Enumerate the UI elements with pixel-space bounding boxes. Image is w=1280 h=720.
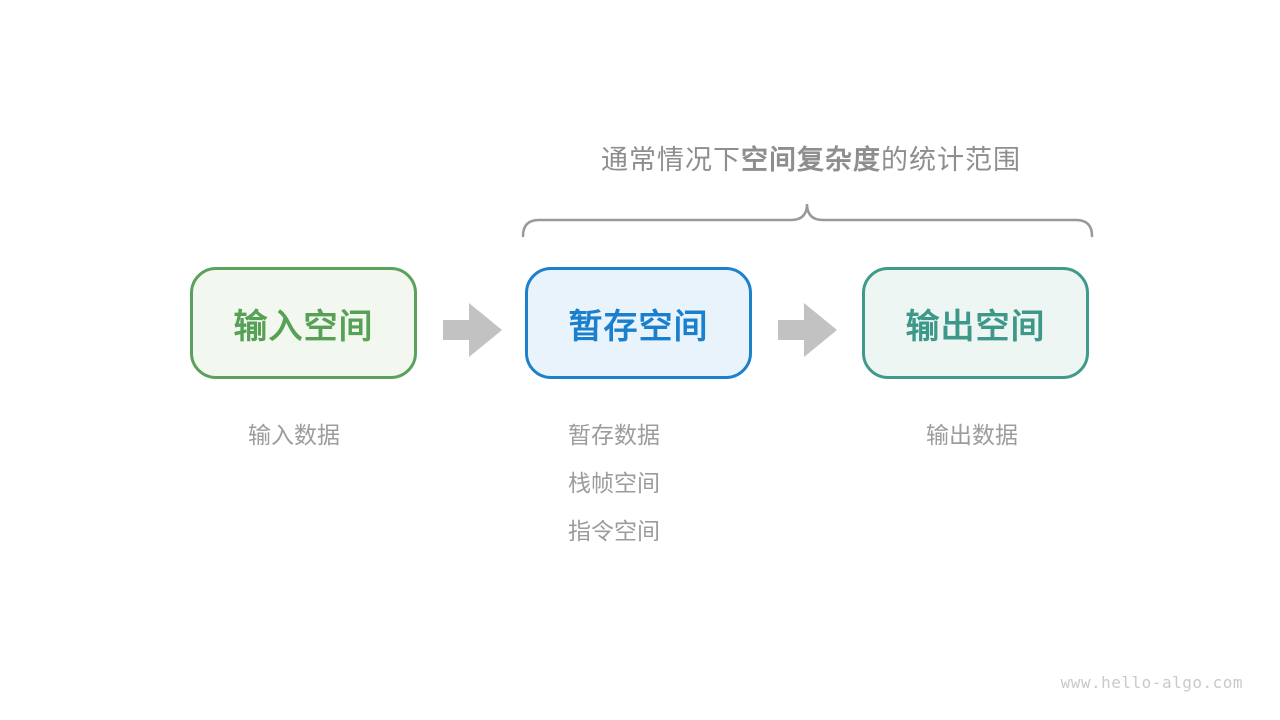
- title-suffix: 的统计范围: [881, 145, 1021, 175]
- note-input-data: 输入数据: [248, 422, 340, 448]
- box-output-space: 输出空间: [862, 267, 1089, 379]
- box-temp-space-label: 暂存空间: [568, 307, 709, 346]
- arrow-right-icon: [778, 303, 837, 357]
- note-output-data: 输出数据: [926, 422, 1018, 448]
- note-stack-frame-space: 栈帧空间: [568, 470, 660, 496]
- title-emphasis: 空间复杂度: [741, 145, 881, 175]
- diagram-title: 通常情况下空间复杂度的统计范围: [601, 143, 1021, 177]
- curly-brace-icon: [521, 203, 1094, 238]
- box-temp-space: 暂存空间: [525, 267, 752, 379]
- watermark: www.hello-algo.com: [1060, 673, 1243, 692]
- box-input-space: 输入空间: [190, 267, 417, 379]
- arrow-right-icon: [443, 303, 502, 357]
- note-temp-data: 暂存数据: [568, 422, 660, 448]
- box-output-space-label: 输出空间: [905, 307, 1046, 346]
- title-prefix: 通常情况下: [601, 145, 741, 175]
- note-instruction-space: 指令空间: [568, 518, 660, 544]
- box-input-space-label: 输入空间: [233, 307, 374, 346]
